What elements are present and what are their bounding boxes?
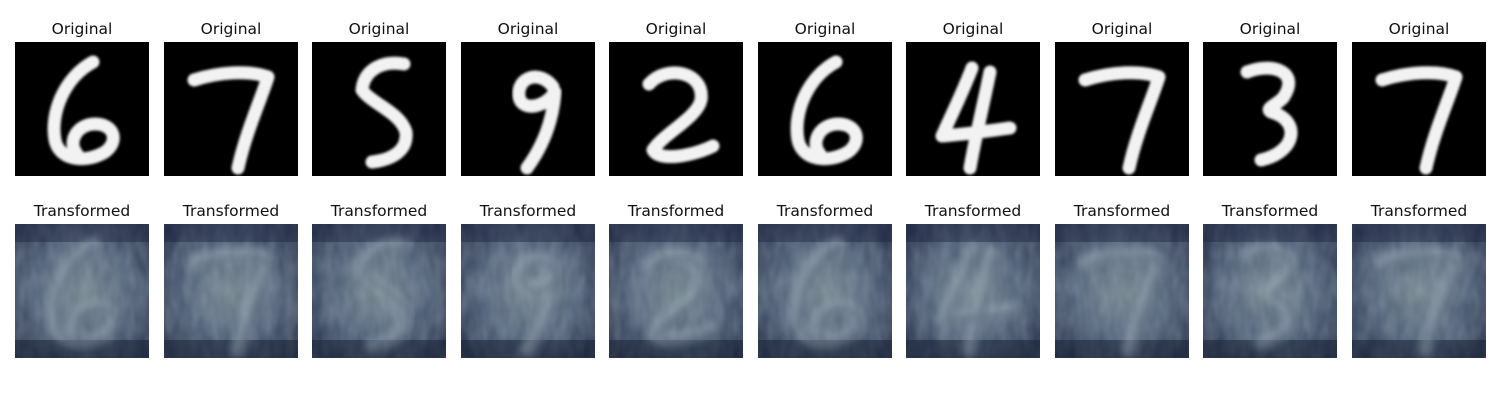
- original-image-digit-5: [312, 42, 446, 176]
- digit-stroke: [1240, 61, 1298, 167]
- original-image-digit-7: [1352, 42, 1486, 176]
- transformed-panel-3: Transformed: [312, 200, 446, 382]
- original-panel-7: Original: [906, 18, 1040, 200]
- transformed-panel-10: Transformed: [1352, 200, 1486, 382]
- transformed-image-digit-5: [312, 224, 446, 358]
- digit-stroke: [47, 55, 120, 166]
- transformed-image-digit-6: [758, 224, 892, 358]
- original-image-digit-6: [15, 42, 149, 176]
- transformed-label: Transformed: [924, 202, 1022, 220]
- transformed-label: Transformed: [1073, 202, 1171, 220]
- original-panel-8: Original: [1055, 18, 1189, 200]
- transformed-image-digit-7: [1352, 224, 1486, 358]
- original-panel-5: Original: [609, 18, 743, 200]
- original-image-digit-2: [609, 42, 743, 176]
- digit-ghost: [47, 237, 121, 348]
- transformed-panel-8: Transformed: [1055, 200, 1189, 382]
- transformed-panel-2: Transformed: [164, 200, 298, 382]
- transformed-label: Transformed: [33, 202, 131, 220]
- original-image-digit-7: [164, 42, 298, 176]
- original-label: Original: [645, 20, 707, 38]
- transformed-label: Transformed: [627, 202, 725, 220]
- original-panel-1: Original: [15, 18, 149, 200]
- transformed-label: Transformed: [1221, 202, 1319, 220]
- transformed-label: Transformed: [1370, 202, 1468, 220]
- original-label: Original: [200, 20, 262, 38]
- transformed-panel-5: Transformed: [609, 200, 743, 382]
- original-label: Original: [348, 20, 410, 38]
- digit-stroke: [935, 61, 1017, 175]
- digit-stroke: [187, 66, 275, 175]
- transformed-image-digit-6: [15, 224, 149, 358]
- original-image-digit-4: [906, 42, 1040, 176]
- transformed-image-digit-3: [1203, 224, 1337, 358]
- digit-ghost: [935, 243, 1017, 357]
- original-label: Original: [497, 20, 559, 38]
- original-label: Original: [1388, 20, 1450, 38]
- original-label: Original: [51, 20, 113, 38]
- transformed-panel-6: Transformed: [758, 200, 892, 382]
- transformed-panel-4: Transformed: [461, 200, 595, 382]
- transformed-panel-9: Transformed: [1203, 200, 1337, 382]
- transformed-panel-1: Transformed: [15, 200, 149, 382]
- digit-stroke: [512, 70, 562, 175]
- original-label: Original: [1239, 20, 1301, 38]
- original-label: Original: [794, 20, 856, 38]
- digit-stroke: [790, 55, 863, 166]
- transformed-image-digit-9: [461, 224, 595, 358]
- transformed-label: Transformed: [776, 202, 874, 220]
- original-panel-10: Original: [1352, 18, 1486, 200]
- original-panel-6: Original: [758, 18, 892, 200]
- digit-ghost: [512, 252, 562, 357]
- original-label: Original: [1091, 20, 1153, 38]
- original-panel-9: Original: [1203, 18, 1337, 200]
- digit-stroke: [355, 56, 413, 169]
- transformed-panel-7: Transformed: [906, 200, 1040, 382]
- transformed-label: Transformed: [182, 202, 280, 220]
- transformed-image-digit-7: [164, 224, 298, 358]
- transformed-label: Transformed: [479, 202, 577, 220]
- original-panel-3: Original: [312, 18, 446, 200]
- transformed-label: Transformed: [330, 202, 428, 220]
- digit-stroke: [1078, 66, 1166, 175]
- transformed-image-digit-2: [609, 224, 743, 358]
- original-label: Original: [942, 20, 1004, 38]
- original-image-digit-3: [1203, 42, 1337, 176]
- digit-ghost: [790, 237, 864, 348]
- original-panel-4: Original: [461, 18, 595, 200]
- original-image-digit-6: [758, 42, 892, 176]
- original-image-digit-9: [461, 42, 595, 176]
- transformed-image-digit-4: [906, 224, 1040, 358]
- transformed-image-digit-7: [1055, 224, 1189, 358]
- original-image-digit-7: [1055, 42, 1189, 176]
- digit-stroke: [642, 66, 720, 164]
- digit-stroke: [1375, 66, 1463, 175]
- original-panel-2: Original: [164, 18, 298, 200]
